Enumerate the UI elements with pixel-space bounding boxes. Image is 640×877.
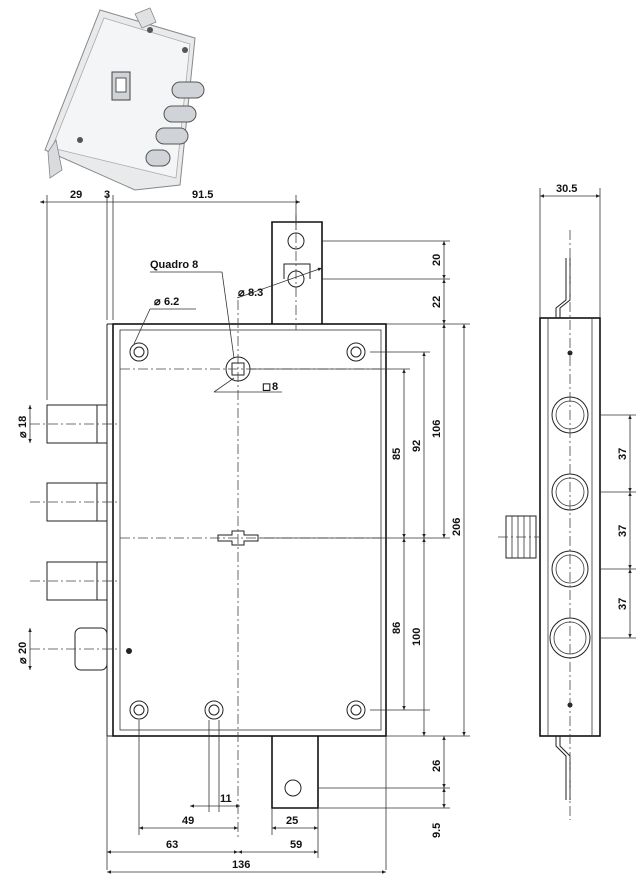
dim-bottom-59: 59 [290,839,302,851]
product-photo [44,7,205,191]
label-d62: 6.2 [164,296,179,308]
bolt-icon [145,81,205,167]
dim-top-3: 3 [104,189,110,201]
dim-side-37b: 37 [617,525,629,537]
dim-bottom-63: 63 [166,839,178,851]
bolt-icon [46,404,108,671]
dim-bottom-11: 11 [220,793,232,805]
diameter-icon: ⌀ [238,287,245,299]
diameter-icon: ⌀ [17,431,29,438]
dim-side-37a: 37 [617,448,629,460]
dim-top-29: 29 [70,189,82,201]
dim-right-92: 92 [411,440,423,452]
dim-right-85: 85 [391,448,403,460]
dim-bottom-49: 49 [182,815,194,827]
dim-side-37c: 37 [617,598,629,610]
diameter-icon: ⌀ [154,296,161,308]
dim-right-20: 20 [431,254,443,266]
screw-hole-icon [126,342,366,720]
dim-bottom-25: 25 [286,815,298,827]
dimension-labels: Quadro 8 ⌀ 6.2 ⌀ 8.3 ◻ 8 29 3 91.5 30.5 … [17,183,629,871]
label-sq8: 8 [272,381,278,393]
lock-front-view [30,215,387,840]
dim-right-95: 9.5 [431,823,443,838]
label-d20: 20 [17,642,29,654]
lock-side-view [498,230,601,820]
dim-right-100: 100 [411,628,423,646]
dim-right-206: 206 [451,518,463,536]
label-d83: 8.3 [248,287,263,299]
dim-right-26: 26 [431,760,443,772]
dim-bottom-136: 136 [232,859,250,871]
square-icon: ◻ [262,381,271,393]
dim-side-305: 30.5 [556,183,577,195]
dim-right-106: 106 [431,420,443,438]
dimension-lines [28,188,636,874]
dim-right-86: 86 [391,622,403,634]
dim-top-915: 91.5 [192,189,213,201]
diameter-icon: ⌀ [17,657,29,664]
label-quadro: Quadro 8 [150,259,198,271]
label-d18: 18 [17,416,29,428]
dim-right-22: 22 [431,296,443,308]
